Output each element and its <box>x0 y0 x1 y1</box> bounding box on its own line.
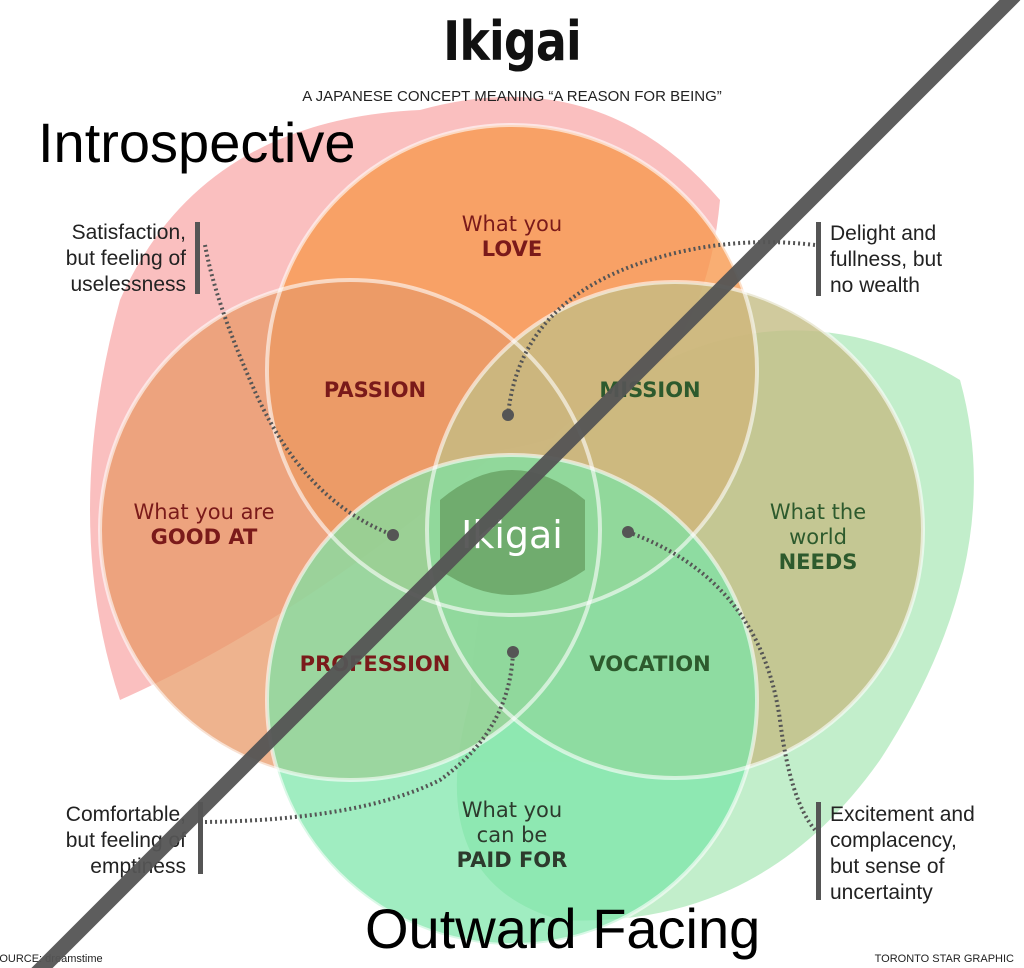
callout-line: uncertainty <box>830 881 933 904</box>
callout-line: but feeling of <box>65 247 186 270</box>
callout-bar <box>816 802 821 900</box>
good-line1: What you are <box>133 500 275 524</box>
callout-line: Satisfaction, <box>71 221 186 244</box>
paid-line1: What you <box>461 798 563 822</box>
callout-line: Excitement and <box>830 803 975 826</box>
connector-top-right <box>506 240 816 416</box>
paid-line2: PAID FOR <box>456 848 568 872</box>
callout-bar <box>195 222 200 294</box>
overlay-outward-facing: Outward Facing <box>365 897 761 960</box>
callout-top-left: Satisfaction, but feeling of uselessness <box>20 220 186 298</box>
circle-paid-for <box>267 455 757 945</box>
needs-line2: NEEDS <box>778 550 858 574</box>
callout-bar <box>816 222 821 296</box>
connector-top-left <box>203 244 394 537</box>
callout-line: Delight and <box>830 222 937 245</box>
love-line2: LOVE <box>481 237 543 261</box>
diagonal-slash <box>31 0 1021 968</box>
overlay-introspective: Introspective <box>38 111 356 174</box>
connector-bottom-left <box>204 651 515 824</box>
ikigai-center <box>440 470 585 595</box>
callout-bottom-right: Excitement and complacency, but sense of un… <box>830 802 1020 906</box>
page-title: Ikigai <box>443 10 582 73</box>
connector-bottom-right <box>627 530 817 832</box>
love-line1: What you <box>461 212 563 236</box>
callout-top-right: Delight and fullness, but no wealth <box>830 221 1020 299</box>
label-profession: PROFESSION <box>299 652 451 676</box>
callout-line: complacency, <box>830 829 957 852</box>
callout-line: fullness, but <box>830 248 943 271</box>
callout-line: uselessness <box>70 273 186 296</box>
good-line2: GOOD AT <box>150 525 258 549</box>
callout-line: no wealth <box>830 274 920 297</box>
callout-bar <box>198 802 203 874</box>
subtitle: A JAPANESE CONCEPT MEANING “A REASON FOR… <box>302 88 722 105</box>
label-vocation: VOCATION <box>589 652 711 676</box>
callout-line: but sense of <box>830 855 945 878</box>
paid-line1b: can be <box>476 823 548 847</box>
needs-line1: What the <box>769 500 867 524</box>
label-passion: PASSION <box>323 378 427 402</box>
needs-line1b: world <box>789 525 847 549</box>
callout-line: Comfortable, <box>65 803 186 826</box>
credit-caption: TORONTO STAR GRAPHIC <box>874 953 1014 965</box>
